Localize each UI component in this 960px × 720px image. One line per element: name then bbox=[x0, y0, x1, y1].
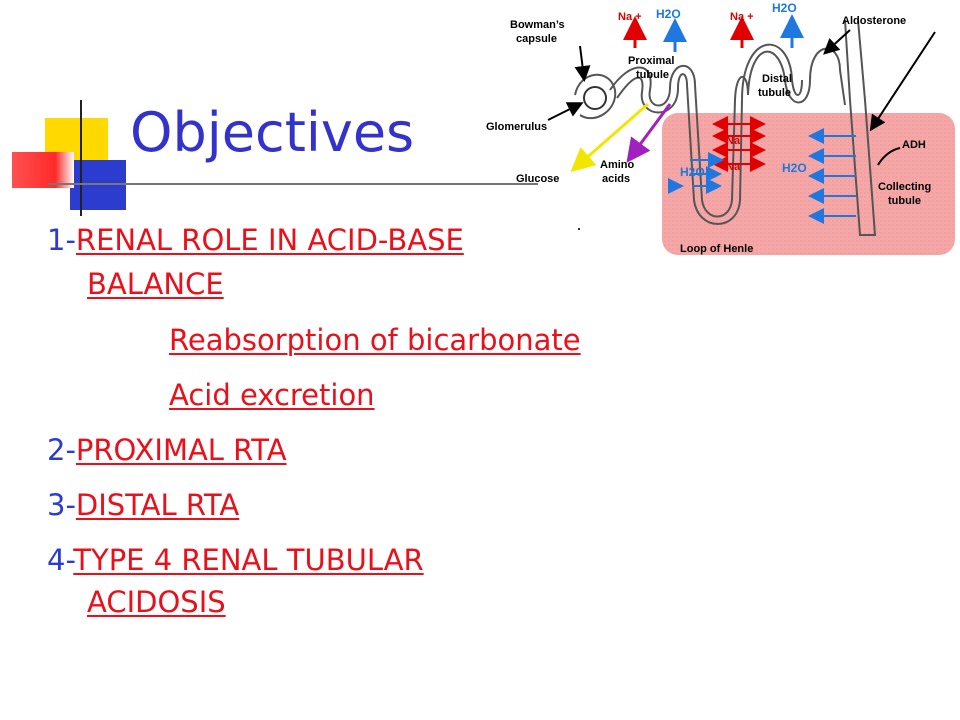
na-top-label-1: Na + bbox=[618, 11, 642, 23]
h2o-top-label-2: H2O bbox=[772, 1, 797, 15]
objective-link[interactable]: PROXIMAL RTA bbox=[75, 433, 287, 467]
adh-label: ADH bbox=[902, 139, 926, 151]
h2o-inner-label-1: H2O bbox=[680, 165, 705, 179]
decor-red-bar bbox=[12, 152, 74, 188]
bowmans-label-2: capsule bbox=[516, 33, 557, 45]
objective-number: 4- bbox=[47, 543, 74, 577]
objective-number: 1- bbox=[47, 223, 76, 257]
objective-link[interactable]: RENAL ROLE IN ACID-BASE bbox=[75, 223, 464, 257]
title-underline bbox=[48, 183, 538, 185]
distal-label-2: tubule bbox=[758, 87, 791, 99]
na-inner-label-1: Na bbox=[726, 135, 741, 147]
objective-link[interactable]: TYPE 4 RENAL TUBULAR bbox=[73, 543, 424, 577]
amino-label-2: acids bbox=[602, 173, 630, 185]
sub-objective-link[interactable]: Acid excretion bbox=[169, 378, 375, 412]
amino-label-1: Amino bbox=[600, 159, 635, 171]
bowmans-label-1: Bowman’s bbox=[510, 19, 565, 31]
objective-number: 3- bbox=[47, 488, 76, 522]
glomerulus-label: Glomerulus bbox=[486, 121, 547, 133]
sub-objective: Acid excretion bbox=[169, 377, 375, 413]
distal-label-1: Distal bbox=[762, 73, 792, 85]
h2o-top-label-1: H2O bbox=[656, 7, 681, 21]
stray-dot bbox=[578, 228, 580, 230]
objective-4: 4-TYPE 4 RENAL TUBULAR bbox=[47, 542, 424, 578]
nephron-diagram: Bowman’s capsule Proximal tubule Distal … bbox=[486, 1, 955, 255]
objective-link[interactable]: ACIDOSIS bbox=[87, 585, 226, 619]
proximal-label-2: tubule bbox=[636, 69, 669, 81]
aldosterone-label: Aldosterone bbox=[842, 15, 906, 27]
collecting-label-2: tubule bbox=[888, 195, 921, 207]
objective-3: 3-DISTAL RTA bbox=[47, 487, 239, 523]
objective-link[interactable]: DISTAL RTA bbox=[75, 488, 240, 522]
bowmans-capsule-shape bbox=[574, 73, 617, 120]
sub-objective: Reabsorption of bicarbonate bbox=[169, 322, 581, 358]
na-top-label-2: Na + bbox=[730, 11, 754, 23]
interstitium-region bbox=[662, 113, 955, 255]
objective-number: 2- bbox=[47, 433, 76, 467]
h2o-inner-label-2: H2O bbox=[782, 161, 807, 175]
decor-vertical-line bbox=[80, 100, 82, 216]
sub-objective-link[interactable]: Reabsorption of bicarbonate bbox=[169, 323, 581, 357]
loop-label: Loop of Henle bbox=[680, 243, 753, 255]
objective-1: 1-RENAL ROLE IN ACID-BASE bbox=[47, 222, 464, 258]
objective-link[interactable]: BALANCE bbox=[87, 267, 224, 301]
decor-blue-square bbox=[70, 160, 126, 210]
na-inner-label-2: Na bbox=[726, 161, 741, 173]
glucose-label: Glucose bbox=[516, 173, 559, 185]
objective-2: 2-PROXIMAL RTA bbox=[47, 432, 287, 468]
slide-title: Objectives bbox=[130, 101, 415, 164]
objective-1-cont: BALANCE bbox=[87, 266, 224, 302]
collecting-label-1: Collecting bbox=[878, 181, 931, 193]
proximal-label-1: Proximal bbox=[628, 55, 674, 67]
objective-4-cont: ACIDOSIS bbox=[87, 584, 226, 620]
